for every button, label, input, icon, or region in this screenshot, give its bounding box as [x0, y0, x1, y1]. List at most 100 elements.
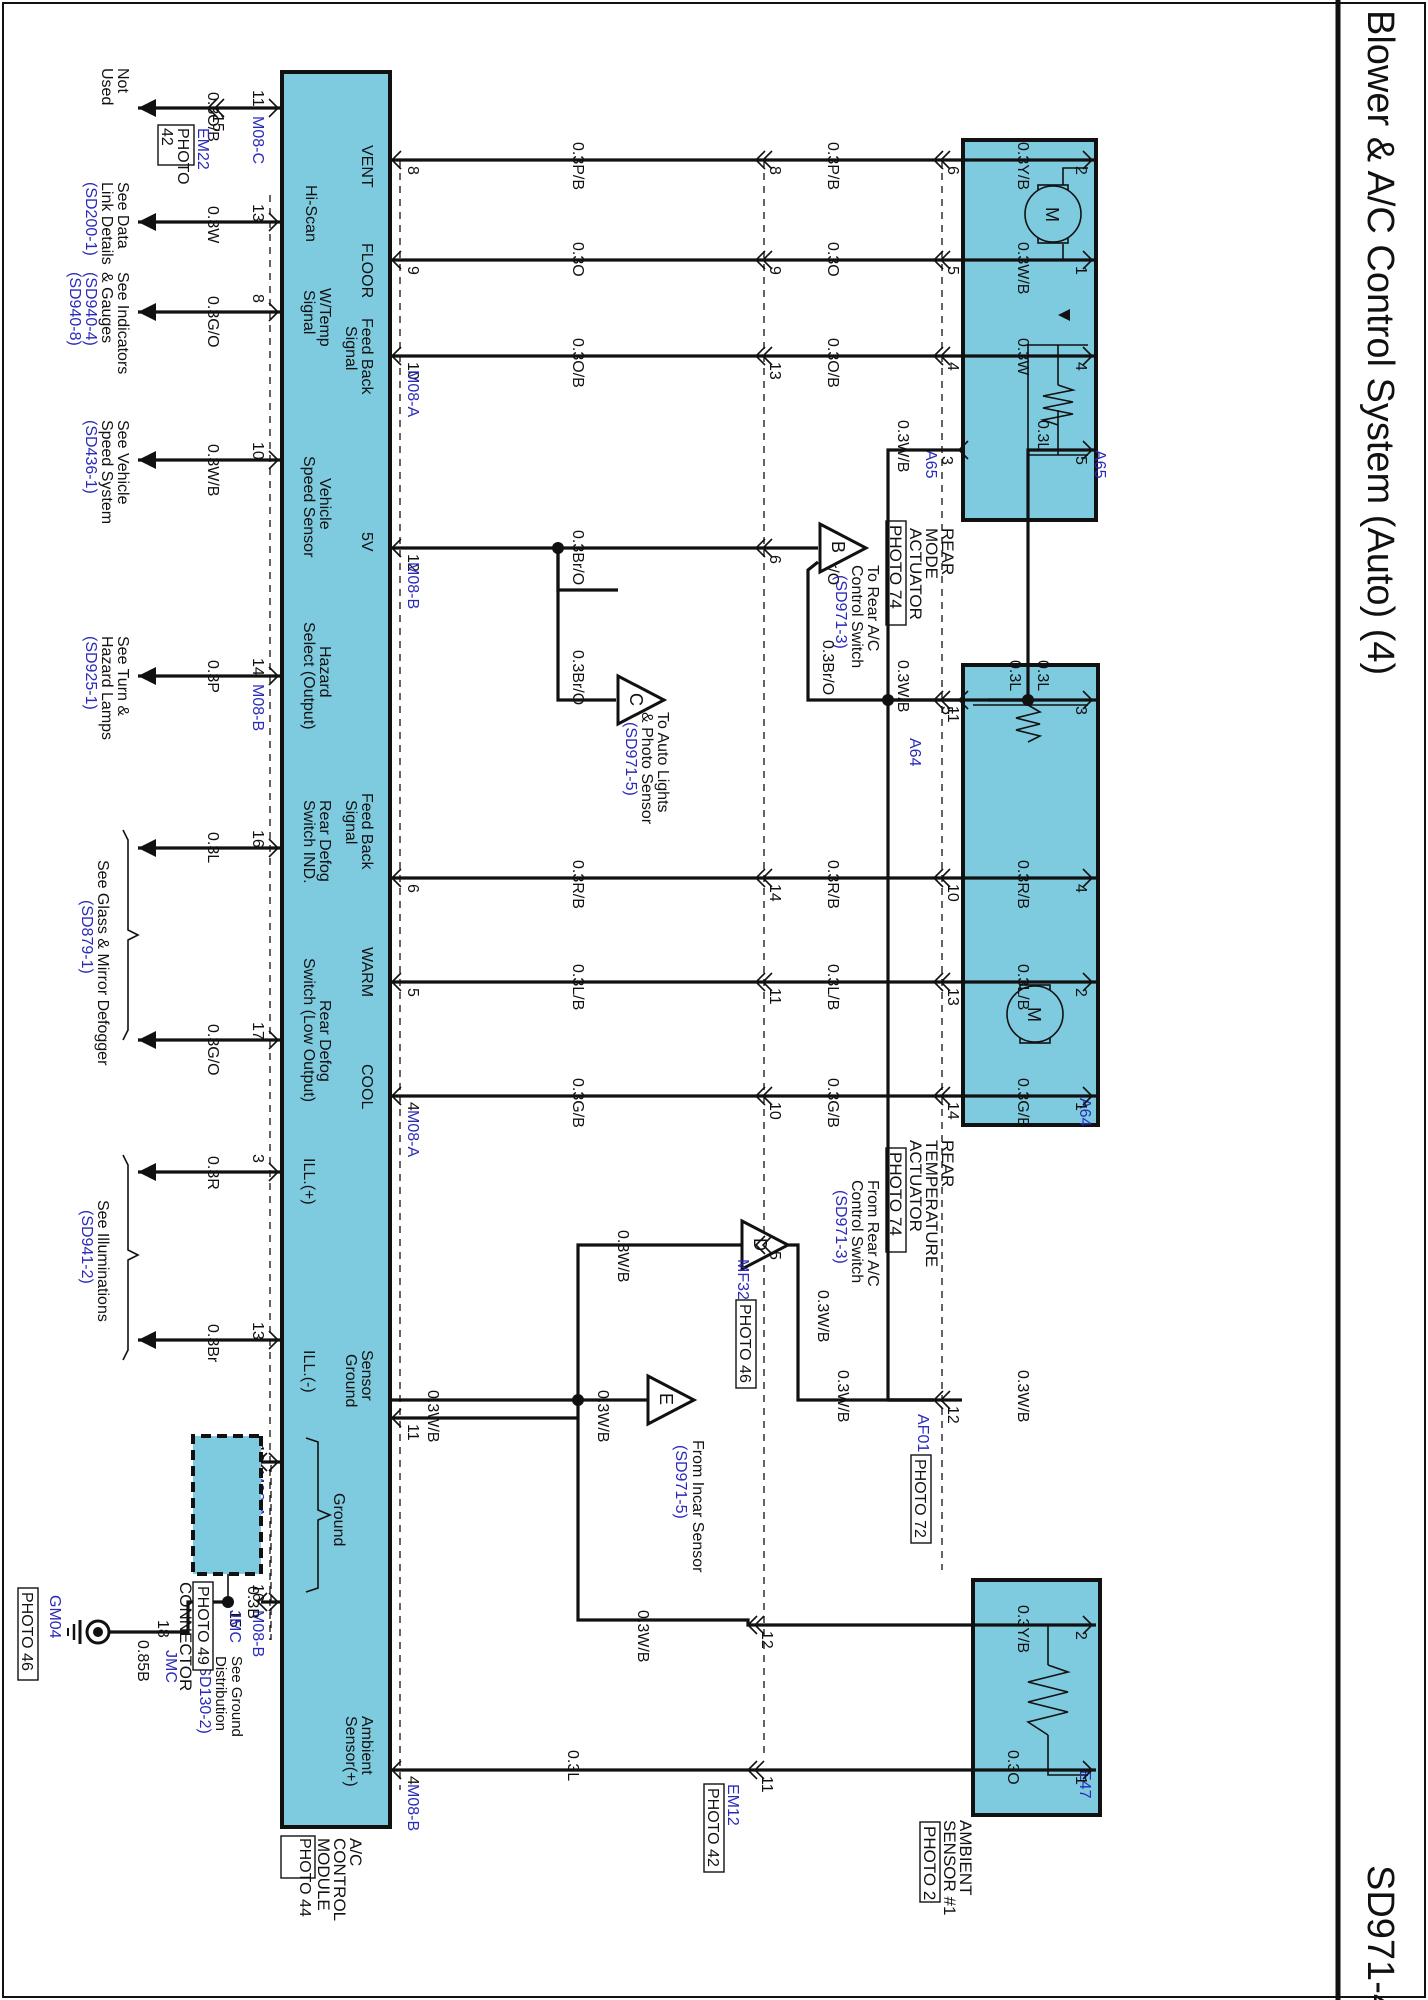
module-pin — [390, 538, 402, 558]
dest-vss-ref: (SD436-1) — [82, 420, 99, 494]
arrow-icon — [138, 99, 156, 117]
dest-hazard: Hazard Lamps — [98, 636, 115, 740]
actuator-pin — [957, 690, 969, 710]
actuator-pin-number: 5 — [938, 706, 955, 715]
wire-amb-2 — [576, 1400, 1096, 1627]
a64-label-bottom: A64 — [1076, 1098, 1093, 1127]
connector-id: M08-B — [404, 1784, 421, 1831]
svg-text:ILL.(+): ILL.(+) — [300, 1158, 317, 1205]
module-pin — [390, 868, 402, 888]
module-bottom-pin-number: 3 — [249, 1154, 266, 1163]
wire-spec: 0.3L — [1034, 660, 1051, 691]
svg-text:Switch IND.: Switch IND. — [300, 800, 317, 884]
actuator-pin-number: 3 — [1072, 706, 1089, 715]
inline-connector-mid — [754, 868, 766, 888]
arrow-icon — [138, 667, 156, 685]
inline-connector-em12 — [753, 1615, 765, 1635]
ac-control-module[interactable] — [280, 70, 392, 1829]
svg-text:Speed Sensor: Speed Sensor — [300, 456, 317, 558]
svg-text:Switch (Low Output): Switch (Low Output) — [300, 958, 317, 1102]
module-bottom-pin-number: 10 — [249, 442, 266, 460]
jmc-pin-number: 15 — [226, 1610, 243, 1628]
far-pin-number: 5 — [944, 266, 961, 275]
inline-connector-far — [932, 250, 944, 270]
svg-text:MODULE: MODULE — [314, 1838, 333, 1911]
connector-id: M08-B — [249, 684, 266, 731]
joint-connector[interactable] — [191, 1434, 263, 1576]
module-top-pin-number: 5 — [404, 988, 421, 997]
wire-spec: 0.3L — [564, 1750, 581, 1781]
offpage-b-letter: B — [828, 541, 848, 553]
arrow-icon — [138, 451, 156, 469]
actuator-pin-number: 4 — [1072, 362, 1089, 371]
module-top-pin-number: 6 — [404, 884, 421, 893]
inline-connector-mf32 — [761, 1235, 773, 1255]
ac-module-name: A/C CONTROL MODULE PHOTO 44 — [280, 1835, 365, 1921]
dest-hazard-ref: (SD925-1) — [82, 636, 99, 710]
jmc-id: JMC — [226, 1610, 243, 1643]
mid-pin-number: 8 — [766, 166, 783, 175]
jmc-pin — [256, 1592, 268, 1612]
svg-text:Ground: Ground — [342, 1354, 359, 1407]
module-pin — [268, 1030, 280, 1050]
module-bottom-pin-number: 16 — [249, 830, 266, 848]
mid-pin-number: 14 — [766, 884, 783, 902]
dest-data-link: See Data — [114, 182, 131, 249]
module-pin — [390, 346, 402, 366]
em22-photo: PHOTO — [174, 128, 191, 185]
inline-connector-far — [932, 868, 944, 888]
inline-connector-mid — [761, 538, 773, 558]
inline-connector-em22 — [206, 98, 218, 118]
mf32-id: MF32 — [734, 1259, 751, 1300]
module-bottom-labels: Hi-Scan W/Temp Signal Vehicle Speed Sens… — [300, 185, 333, 1393]
jc-note-2: Distribution — [212, 1656, 229, 1731]
module-bottom-pin-number: 17 — [249, 1022, 266, 1040]
module-top-pin-number: 8 — [404, 166, 421, 175]
wire-spec: 0.3G/B — [824, 1078, 841, 1128]
em12-id: EM12 — [724, 1784, 741, 1826]
jmc-pin-number: 18 — [154, 1620, 171, 1638]
wire-af01-to-d — [788, 1243, 934, 1402]
module-bottom-pin-number: 11 — [249, 90, 266, 107]
wire-spec: 0.3O — [569, 242, 586, 277]
wire-b-return — [806, 560, 942, 702]
actuator-pin — [1082, 972, 1094, 992]
actuator-pin — [1082, 150, 1094, 170]
wire-spec: 0.3Br/O — [569, 650, 586, 705]
inline-connector-mid — [761, 250, 773, 270]
wire-spec: 0.3G/B — [1014, 1078, 1031, 1128]
module-pin — [390, 1408, 402, 1428]
connector-id: M08-A — [404, 370, 421, 417]
ambient-pin — [1082, 1760, 1094, 1780]
actuator-pin — [1082, 346, 1094, 366]
module-pin — [268, 302, 280, 322]
inline-connector-mid — [761, 346, 773, 366]
wire-c-branch — [556, 548, 616, 702]
svg-text:MODE: MODE — [922, 528, 941, 579]
rear-temperature-actuator[interactable] — [961, 663, 1100, 1127]
em12-photo: PHOTO 42 — [704, 1788, 721, 1867]
module-top-pin-number: 11 — [404, 1424, 421, 1441]
far-pin-number: 14 — [944, 1102, 961, 1120]
svg-text:WARM: WARM — [358, 947, 375, 997]
actuator-pin-number: 3 — [938, 456, 955, 465]
ground-icon — [67, 1619, 111, 1645]
inline-connector-far — [932, 346, 944, 366]
a65-label-bottom: A65 — [1091, 450, 1108, 479]
motor-icon: M — [1006, 984, 1064, 1044]
wire-spec: 0.3W — [1014, 338, 1031, 376]
ambient-sensor[interactable] — [971, 1578, 1102, 1817]
offpage-d-text: Control Switch — [848, 1180, 865, 1283]
dest-data-link: Link Details — [98, 182, 115, 265]
jc-ref: (SD130-2) — [196, 1660, 213, 1734]
svg-text:TEMPERATURE: TEMPERATURE — [922, 1140, 941, 1267]
wire-spec: 0.3G/O — [204, 1024, 221, 1076]
inline-connector-mid — [754, 972, 766, 992]
potentiometer-icon — [1027, 309, 1088, 456]
svg-text:REAR: REAR — [938, 528, 957, 575]
wire-spec: 0.3W/B — [814, 1290, 831, 1342]
defogger-brace — [122, 829, 140, 1041]
far-pin-number: 4 — [944, 362, 961, 371]
wire-spec: 0.3W/B — [894, 660, 911, 712]
wire-spec: 0.3Br/O — [569, 530, 586, 585]
